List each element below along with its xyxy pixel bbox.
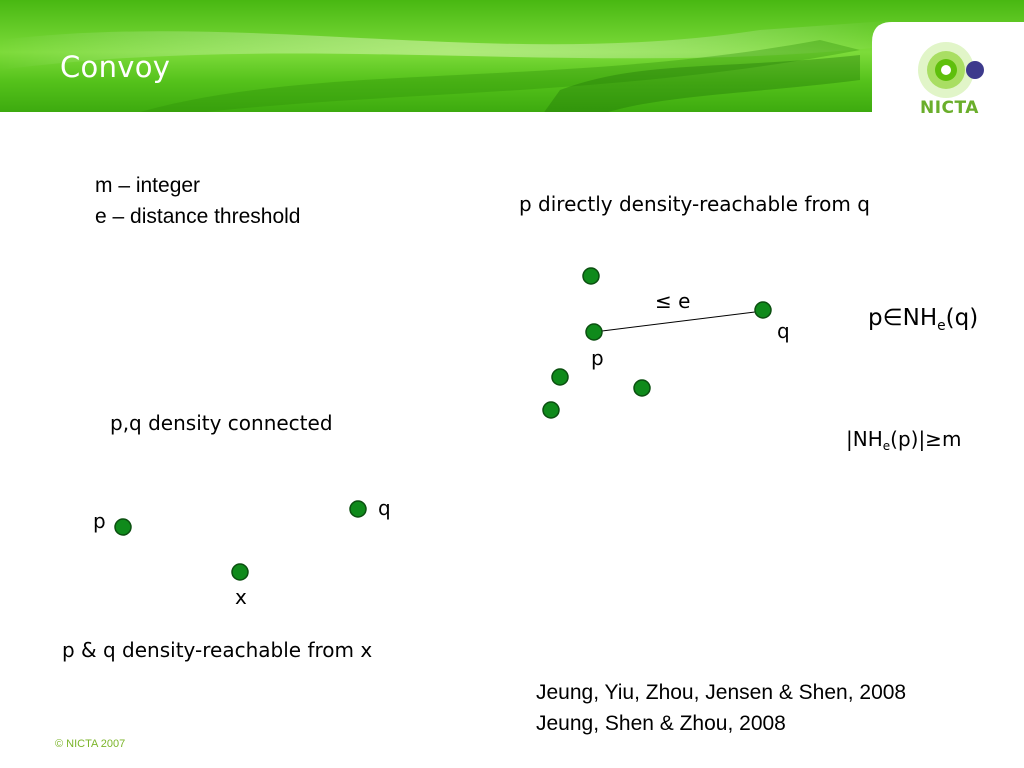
p-q-edge	[593, 310, 764, 333]
neighbor-point-4	[542, 401, 560, 419]
definition-m: m – integer	[95, 174, 201, 197]
nh-cardinality-main: |NH	[846, 427, 883, 451]
direct-q-label: q	[777, 319, 790, 343]
nh-cardinality-tail: (p)|≥m	[890, 427, 962, 451]
edge-label: ≤ e	[655, 289, 691, 313]
logo-panel	[872, 22, 1024, 122]
direct-p-label: p	[591, 346, 604, 370]
direct-heading: p directly density-reachable from q	[519, 192, 870, 216]
slide-title: Convoy	[60, 50, 171, 84]
point-p	[585, 323, 603, 341]
connected-x-label: x	[235, 585, 247, 609]
nh-membership-tail: (q)	[945, 305, 979, 331]
definition-e: e – distance threshold	[95, 205, 301, 228]
reference-2: Jeung, Shen & Zhou, 2008	[536, 712, 786, 735]
logo-text: NICTA	[920, 98, 979, 118]
nh-membership-main: p∈NH	[868, 305, 938, 331]
connected-caption: p & q density-reachable from x	[62, 638, 373, 662]
point-p-connected	[114, 518, 132, 536]
banner-graphic	[0, 0, 1024, 118]
connected-p-label: p	[93, 509, 106, 533]
point-q-connected	[349, 500, 367, 518]
connected-q-label: q	[378, 496, 391, 520]
neighbor-point-1	[582, 267, 600, 285]
nh-cardinality-sub: e	[882, 439, 891, 454]
header-banner	[0, 0, 1024, 118]
nh-cardinality: |NHe(p)|≥m	[846, 427, 961, 453]
nh-membership-sub: e	[937, 317, 946, 334]
nicta-logo	[872, 22, 1024, 118]
neighbor-point-2	[551, 368, 569, 386]
point-x	[231, 563, 249, 581]
point-q	[754, 301, 772, 319]
nh-membership: p∈NHe(q)	[868, 305, 978, 334]
copyright: © NICTA 2007	[55, 738, 126, 750]
reference-1: Jeung, Yiu, Zhou, Jensen & Shen, 2008	[536, 681, 907, 704]
neighbor-point-3	[633, 379, 651, 397]
connected-heading: p,q density connected	[110, 411, 333, 435]
